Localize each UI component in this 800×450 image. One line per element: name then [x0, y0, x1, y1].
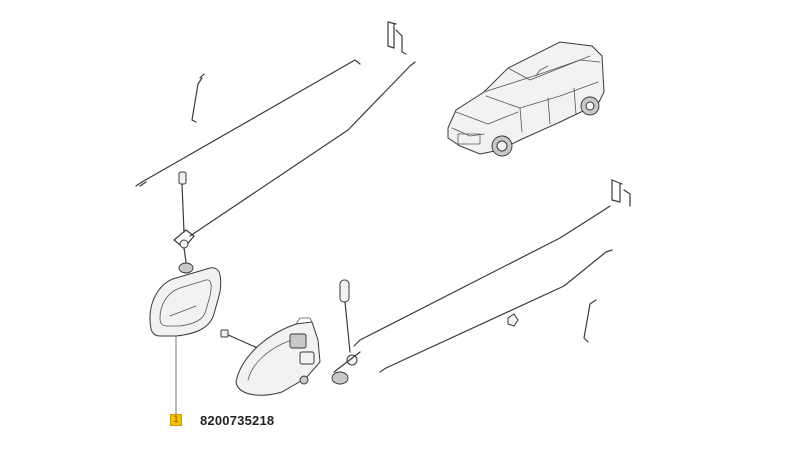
vertical-rod-center[interactable] [331, 279, 361, 385]
rod-connector-left[interactable] [173, 229, 195, 274]
door-rod-lower-right[interactable] [353, 205, 611, 347]
clip-rod-left[interactable] [191, 73, 205, 123]
door-rod-upper-right[interactable] [189, 61, 416, 237]
door-rod-upper-left[interactable] [135, 59, 361, 187]
part-number-label: 8200735218 [200, 413, 275, 428]
vehicle-illustration [447, 41, 605, 157]
door-rod-bottom-right[interactable] [379, 249, 613, 373]
rod-clip-bracket-top[interactable] [387, 21, 407, 55]
inner-door-handle[interactable] [149, 267, 222, 337]
lock-mechanism[interactable] [235, 317, 321, 396]
small-clip[interactable] [507, 313, 519, 327]
callout-index-marker[interactable]: 1 [170, 414, 182, 426]
clip-rod-right[interactable] [583, 299, 597, 343]
rod-clip-bracket-right[interactable] [611, 179, 631, 207]
screw[interactable] [220, 329, 263, 351]
vertical-rod-left[interactable] [178, 171, 187, 233]
